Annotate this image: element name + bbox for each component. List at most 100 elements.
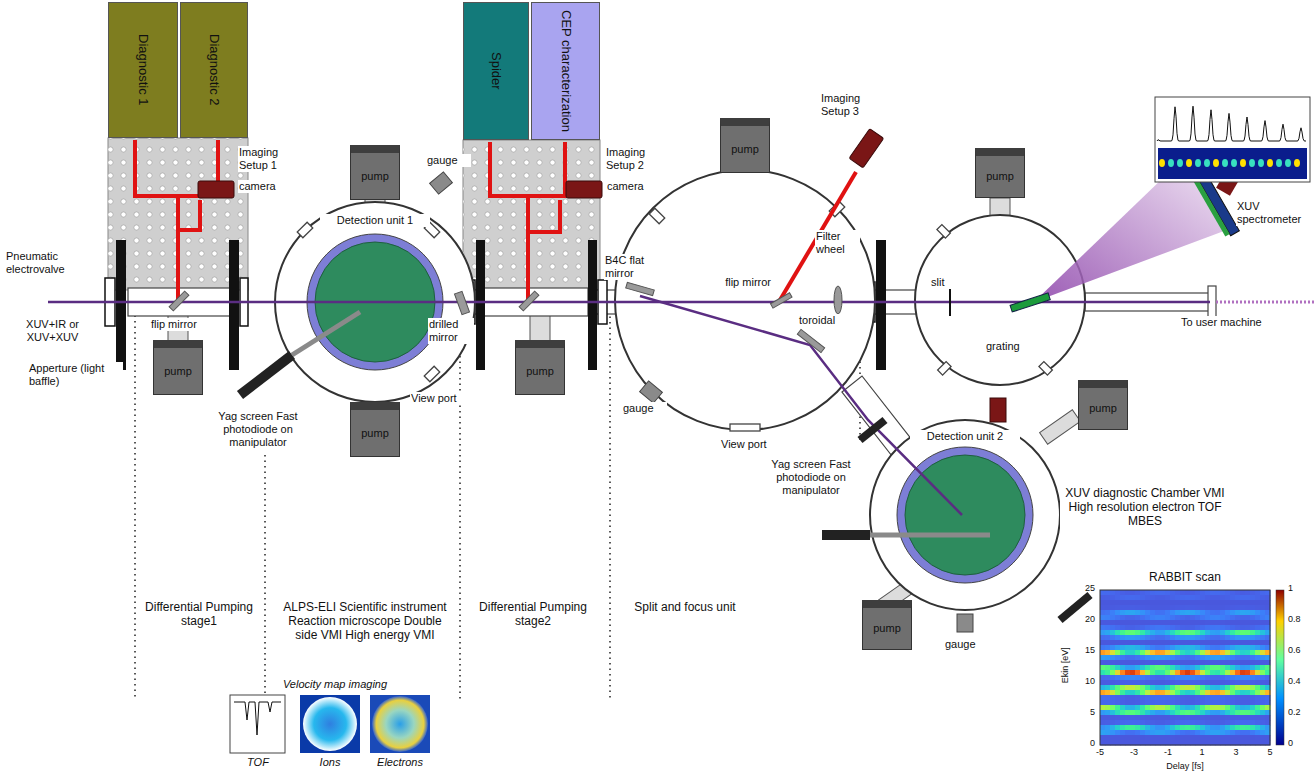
- heatmap-cell: [1190, 710, 1196, 716]
- heatmap-cell: [1120, 610, 1126, 616]
- heatmap-cell: [1200, 725, 1206, 731]
- heatmap-cell: [1170, 705, 1176, 711]
- heatmap-cell: [1235, 685, 1241, 691]
- heatmap-cell: [1110, 660, 1116, 666]
- heatmap-cell: [1145, 675, 1151, 681]
- heatmap-cell: [1140, 620, 1146, 626]
- heatmap-cell: [1205, 640, 1211, 646]
- heatmap-cell: [1195, 660, 1201, 666]
- heatmap-cell: [1150, 620, 1156, 626]
- heatmap-cell: [1125, 595, 1131, 601]
- heatmap-cell: [1250, 720, 1256, 726]
- heatmap-cell: [1235, 590, 1241, 596]
- heatmap-cell: [1160, 650, 1166, 656]
- part-label: Filter wheel: [815, 230, 860, 256]
- heatmap-cell: [1190, 630, 1196, 636]
- heatmap-cell: [1160, 600, 1166, 606]
- heatmap-cell: [1100, 700, 1106, 706]
- heatmap-cell: [1210, 610, 1216, 616]
- heatmap-cell: [1250, 630, 1256, 636]
- heatmap-cell: [1210, 715, 1216, 721]
- part-label: B4C flat mirror: [604, 254, 660, 280]
- heatmap-cell: [1250, 670, 1256, 676]
- heatmap-cell: [1180, 710, 1186, 716]
- heatmap-cell: [1255, 610, 1261, 616]
- heatmap-cell: [1120, 595, 1126, 601]
- heatmap-cell: [1105, 720, 1111, 726]
- heatmap-cell: [1195, 590, 1201, 596]
- heatmap-cell: [1195, 625, 1201, 631]
- heatmap-cell: [1220, 600, 1226, 606]
- heatmap-cell: [1225, 655, 1231, 661]
- heatmap-cell: [1195, 720, 1201, 726]
- heatmap-cell: [1130, 635, 1136, 641]
- heatmap-cell: [1205, 610, 1211, 616]
- heatmap-cell: [1105, 680, 1111, 686]
- part-label: slit: [930, 276, 956, 289]
- heatmap-cell: [1175, 630, 1181, 636]
- heatmap-cell: [1205, 660, 1211, 666]
- heatmap-cell: [1200, 695, 1206, 701]
- heatmap-cell: [1115, 685, 1121, 691]
- heatmap-cell: [1225, 725, 1231, 731]
- heatmap-cell: [1110, 645, 1116, 651]
- heatmap-cell: [1245, 645, 1251, 651]
- heatmap-cell: [1245, 610, 1251, 616]
- heatmap-cell: [1225, 665, 1231, 671]
- heatmap-cell: [1200, 675, 1206, 681]
- heatmap-cell: [1165, 595, 1171, 601]
- heatmap-cell: [1190, 625, 1196, 631]
- heatmap-cell: [1160, 670, 1166, 676]
- heatmap-cell: [1190, 590, 1196, 596]
- heatmap-cell: [1230, 660, 1236, 666]
- heatmap-cell: [1150, 710, 1156, 716]
- harmonic-spot: [1285, 159, 1291, 167]
- heatmap-cell: [1115, 650, 1121, 656]
- heatmap-cell: [1180, 705, 1186, 711]
- heatmap-cell: [1230, 590, 1236, 596]
- heatmap-cell: [1235, 725, 1241, 731]
- heatmap-cell: [1175, 610, 1181, 616]
- heatmap-cell: [1250, 700, 1256, 706]
- heatmap-cell: [1240, 650, 1246, 656]
- heatmap-cell: [1115, 700, 1121, 706]
- harmonic-spot: [1249, 159, 1255, 167]
- heatmap-cell: [1145, 665, 1151, 671]
- heatmap-cell: [1250, 625, 1256, 631]
- heatmap-cell: [1135, 670, 1141, 676]
- heatmap-cell: [1125, 705, 1131, 711]
- heatmap-cell: [1150, 670, 1156, 676]
- heatmap-cell: [1160, 680, 1166, 686]
- heatmap-cell: [1100, 605, 1106, 611]
- heatmap-cell: [1230, 705, 1236, 711]
- heatmap-cell: [1170, 590, 1176, 596]
- heatmap-cell: [1205, 720, 1211, 726]
- heatmap-cell: [1105, 700, 1111, 706]
- heatmap-cell: [1120, 710, 1126, 716]
- heatmap-cell: [1135, 590, 1141, 596]
- heatmap-cell: [1215, 635, 1221, 641]
- heatmap-cell: [1220, 615, 1226, 621]
- heatmap-cell: [1260, 635, 1266, 641]
- heatmap-cell: [1180, 690, 1186, 696]
- heatmap-cell: [1185, 600, 1191, 606]
- part-label: camera: [606, 180, 654, 193]
- heatmap-cell: [1140, 665, 1146, 671]
- heatmap-cell: [1125, 735, 1131, 741]
- heatmap-cell: [1235, 595, 1241, 601]
- heatmap-cell: [1240, 730, 1246, 736]
- heatmap-cell: [1235, 645, 1241, 651]
- heatmap-cell: [1225, 685, 1231, 691]
- heatmap-cell: [1140, 735, 1146, 741]
- heatmap-cell: [1195, 715, 1201, 721]
- harmonic-spot: [1195, 159, 1201, 167]
- heatmap-cell: [1220, 670, 1226, 676]
- heatmap-cell: [1130, 725, 1136, 731]
- heatmap-cell: [1165, 680, 1171, 686]
- heatmap-cell: [1210, 665, 1216, 671]
- heatmap-cell: [1210, 725, 1216, 731]
- part-label: gauge: [426, 154, 471, 167]
- heatmap-cell: [1170, 610, 1176, 616]
- heatmap-cell: [1200, 700, 1206, 706]
- heatmap-cell: [1160, 625, 1166, 631]
